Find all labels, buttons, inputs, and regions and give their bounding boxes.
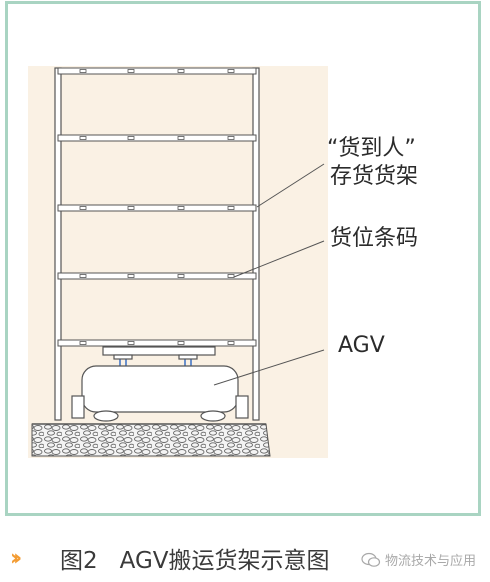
figure-frame: “货到人” 存货货架 货位条码 AGV	[5, 1, 481, 516]
location-barcodes	[79, 69, 235, 345]
figure-title: AGV搬运货架示意图	[119, 548, 330, 574]
label-barcode: 货位条码	[330, 226, 419, 251]
figure-caption: ›› 图2 AGV搬运货架示意图	[10, 538, 480, 578]
wechat-icon	[361, 552, 381, 567]
figure-number: 图2	[60, 548, 98, 574]
agv-vehicle	[71, 346, 249, 422]
label-rack-line1: “货到人”	[327, 136, 416, 161]
leader-lines	[213, 163, 325, 386]
label-agv: AGV	[338, 333, 385, 358]
agv-rack-diagram	[28, 66, 328, 458]
label-rack-line2: 存货货架	[330, 164, 419, 189]
watermark: 物流技术与应用	[361, 550, 476, 569]
watermark-text: 物流技术与应用	[384, 554, 476, 569]
ground-gravel	[31, 423, 271, 457]
caption-arrows-icon: ››	[10, 545, 22, 571]
rack-shelves	[57, 67, 257, 347]
